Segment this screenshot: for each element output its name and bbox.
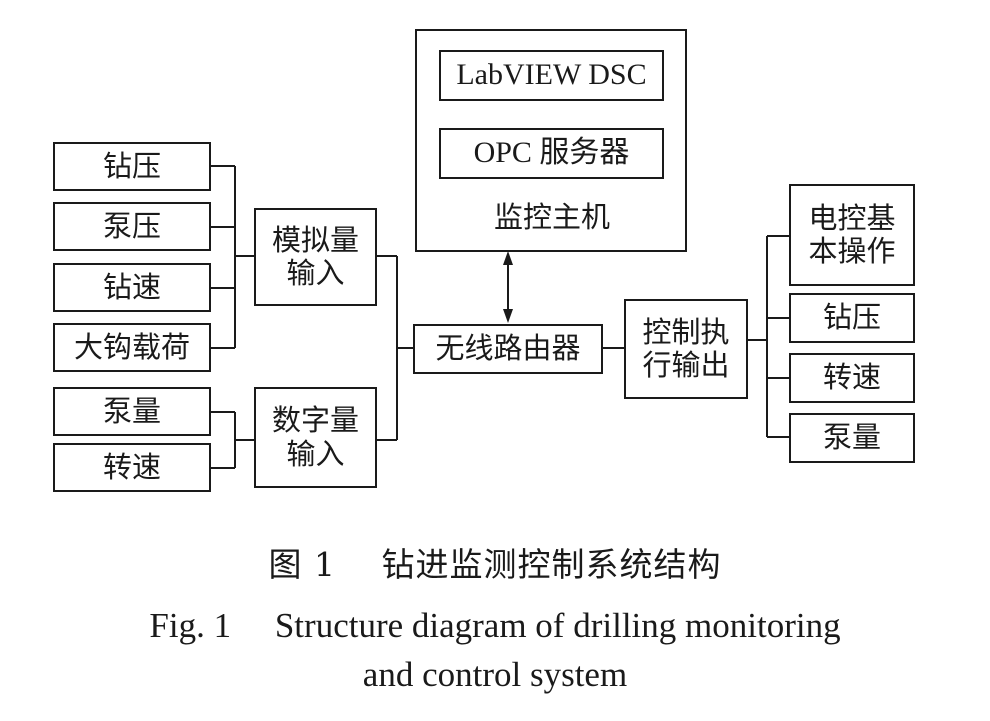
- opc-server-box: OPC 服务器: [439, 128, 664, 179]
- monitoring-host-label: 监控主机: [493, 200, 610, 234]
- wireless-router: 无线路由器: [413, 324, 603, 374]
- caption-english-line2: and control system: [362, 655, 628, 694]
- output-pump-flow: 泵量: [789, 413, 915, 463]
- analog-input-group: 模拟量 输入: [254, 208, 377, 306]
- input-rotary-speed: 转速: [53, 443, 211, 492]
- input-drilling-pressure: 钻压: [53, 142, 211, 191]
- labview-dsc-box: LabVIEW DSC: [439, 50, 664, 101]
- input-hook-load: 大钩载荷: [53, 323, 211, 372]
- caption-english-line1: Fig. 1 Structure diagram of drilling mon…: [149, 606, 841, 645]
- caption-chinese: 图 1 钻进监测控制系统结构: [268, 545, 722, 584]
- input-pump-flow: 泵量: [53, 387, 211, 436]
- output-electric-basic-ops: 电控基 本操作: [789, 184, 915, 286]
- input-drilling-speed: 钻速: [53, 263, 211, 312]
- output-rotary-speed: 转速: [789, 353, 915, 403]
- input-pump-pressure: 泵压: [53, 202, 211, 251]
- output-drilling-pressure: 钻压: [789, 293, 915, 343]
- digital-input-group: 数字量 输入: [254, 387, 377, 488]
- control-execution-output: 控制执 行输出: [624, 299, 748, 399]
